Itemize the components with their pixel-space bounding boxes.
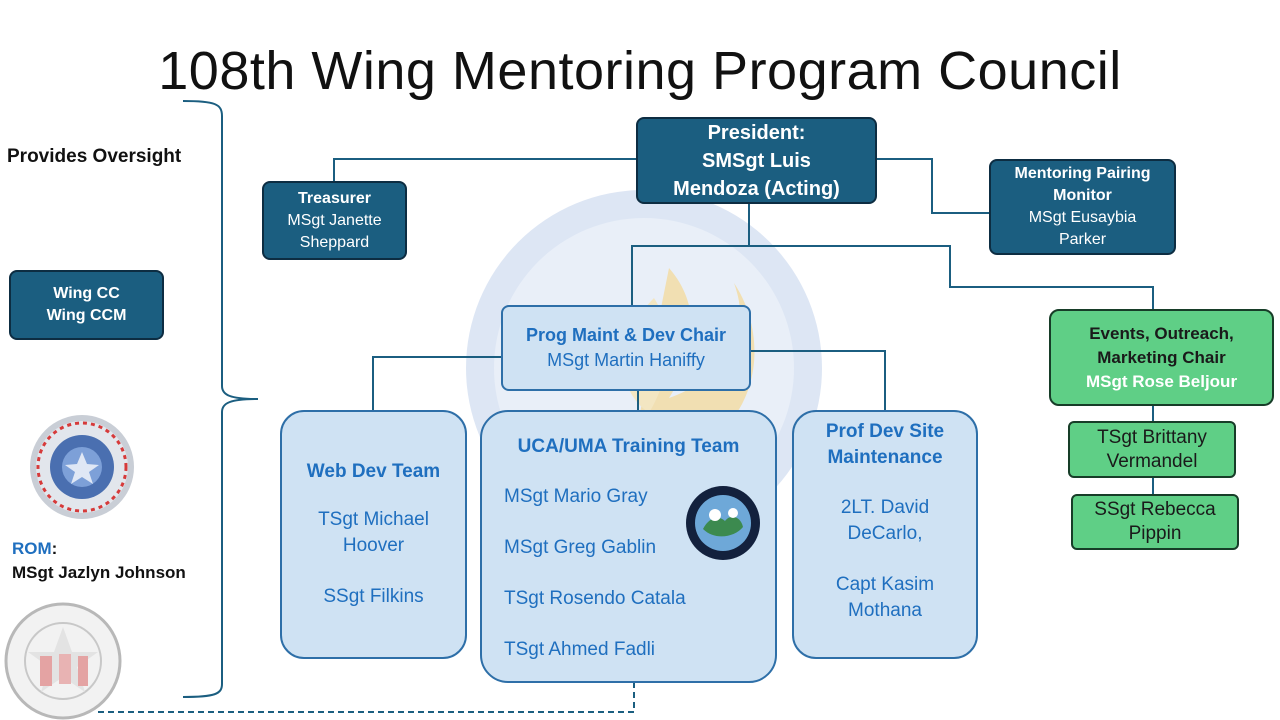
prog-maint-name: MSgt Martin Haniffy	[547, 350, 705, 370]
wing-cc-box: Wing CC Wing CCM	[9, 270, 164, 340]
events-member-box: SSgt Rebecca Pippin	[1071, 494, 1239, 550]
prof-dev-member-line2: DeCarlo,	[847, 523, 923, 544]
treasurer-name-line2: Sheppard	[299, 233, 370, 251]
rom-label: ROM:	[12, 539, 57, 559]
wing-ccm-label: Wing CCM	[46, 307, 127, 324]
events-member-line1: TSgt Brittany	[1097, 426, 1207, 448]
president-name-line1: SMSgt Luis	[702, 149, 811, 172]
events-member-line2: Vermandel	[1106, 450, 1198, 472]
rom-key: ROM	[12, 539, 52, 558]
treasurer-box: Treasurer MSgt Janette Sheppard	[262, 181, 407, 260]
oversight-label: Provides Oversight	[7, 146, 182, 167]
prof-dev-member-line1: 2LT. David	[840, 497, 930, 518]
uca-training-team-title: UCA/UMA Training Team	[517, 436, 740, 457]
treasurer-role: Treasurer	[298, 189, 371, 207]
president-box: President: SMSgt Luis Mendoza (Acting)	[636, 117, 877, 204]
air-national-guard-hra-seal-icon	[4, 602, 122, 720]
wing-cc-label: Wing CC	[53, 285, 120, 302]
president-name-line2: Mendoza (Acting)	[673, 177, 840, 200]
prof-dev-member-line1: Capt Kasim	[835, 574, 935, 595]
web-dev-member-line2: Hoover	[342, 535, 405, 556]
events-box: Events, Outreach, Marketing Chair MSgt R…	[1049, 309, 1274, 406]
rom-name: MSgt Jazlyn Johnson	[12, 563, 186, 582]
prof-dev-title-line1: Prof Dev Site	[825, 421, 945, 442]
air-national-guard-recruiting-seal-icon	[30, 415, 134, 519]
rom-colon: :	[51, 539, 58, 558]
uca-team-member: TSgt Rosendo Catala	[504, 588, 686, 609]
prof-dev-title-line2: Maintenance	[827, 447, 943, 468]
events-member-line1: SSgt Rebecca	[1094, 499, 1216, 520]
prog-maint-role: Prog Maint & Dev Chair	[525, 325, 727, 345]
events-role-line1: Events, Outreach,	[1089, 323, 1234, 343]
pairing-monitor-name-line2: Parker	[1058, 231, 1107, 248]
events-member-box: TSgt Brittany Vermandel	[1068, 421, 1236, 478]
web-dev-member-line1: TSgt Michael	[318, 509, 429, 530]
web-dev-team-title: Web Dev Team	[306, 461, 441, 482]
treasurer-name-line1: MSgt Janette	[287, 211, 382, 229]
uca-training-team-box: UCA/UMA Training Team MSgt Mario Gray MS…	[480, 410, 777, 683]
uca-team-member: TSgt Ahmed Fadli	[504, 639, 656, 660]
career-assistance-advisor-badge-icon	[686, 486, 760, 560]
uca-team-member: MSgt Mario Gray	[504, 486, 648, 507]
pairing-monitor-box: Mentoring Pairing Monitor MSgt Eusaybia …	[989, 159, 1176, 255]
web-dev-team-box: Web Dev Team TSgt Michael Hoover SSgt Fi…	[280, 410, 467, 659]
pairing-monitor-role-line1: Mentoring Pairing	[1014, 165, 1151, 182]
pairing-monitor-role-line2: Monitor	[1053, 187, 1112, 204]
page-title: 108th Wing Mentoring Program Council	[158, 41, 1122, 101]
events-role-line2: Marketing Chair	[1097, 347, 1226, 367]
president-role: President:	[707, 121, 806, 144]
pairing-monitor-name-line1: MSgt Eusaybia	[1028, 209, 1137, 226]
events-member-line2: Pippin	[1128, 523, 1182, 544]
prog-maint-box: Prog Maint & Dev Chair MSgt Martin Hanif…	[501, 305, 751, 391]
events-name: MSgt Rose Beljour	[1085, 371, 1238, 391]
prof-dev-member-line2: Mothana	[848, 600, 922, 621]
web-dev-member: SSgt Filkins	[323, 586, 424, 607]
uca-team-member: MSgt Greg Gablin	[504, 537, 657, 558]
prof-dev-site-box: Prof Dev Site Maintenance 2LT. David DeC…	[792, 410, 978, 659]
